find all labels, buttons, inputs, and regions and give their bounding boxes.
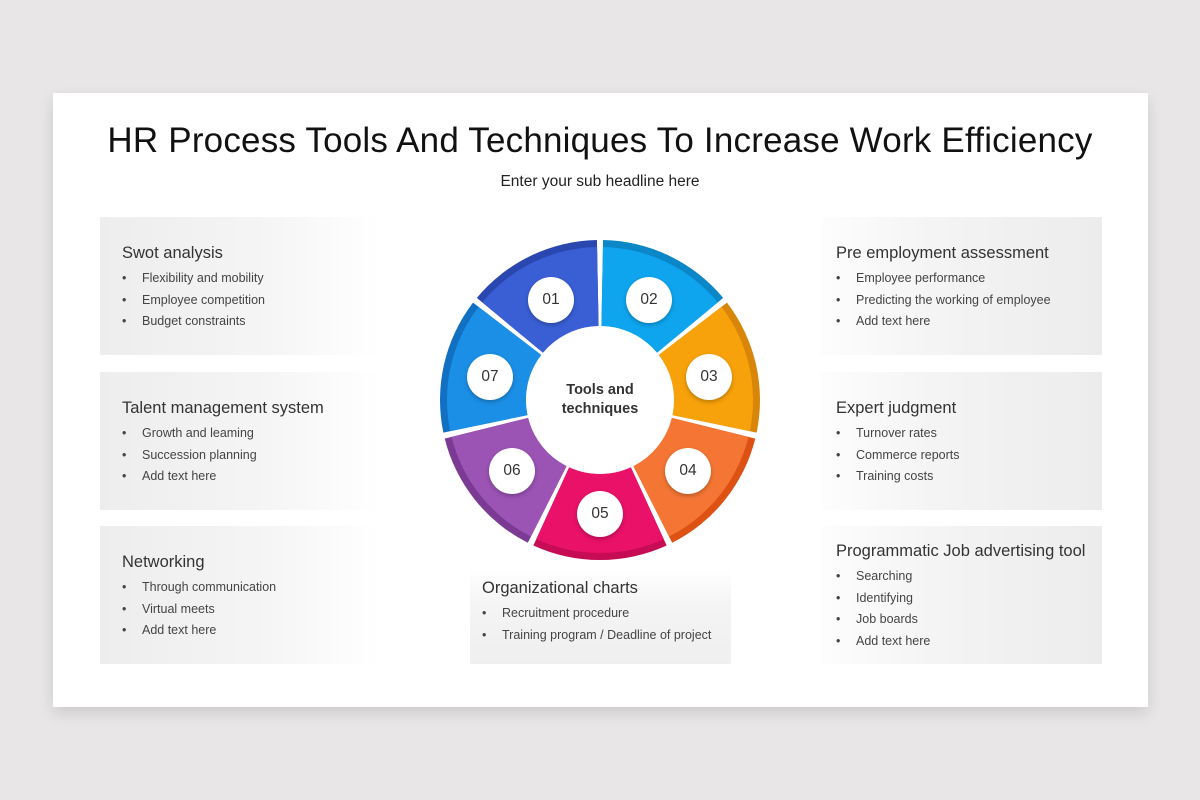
card-title: Talent management system [122,399,324,417]
sub-headline: Enter your sub headline here [500,173,700,190]
segment-number-02: 02 [626,277,672,323]
bullet-icon: • [836,292,841,307]
segment-number-04: 04 [665,448,711,494]
bullet-icon: • [836,612,841,626]
bullet-icon: • [122,271,127,285]
bullet-icon: • [122,601,127,616]
list-item: •Job boards [836,612,918,626]
bullet-icon: • [122,469,127,483]
wheel-center-label: Tools and techniques [561,382,639,417]
bullet-icon: • [836,447,841,462]
segment-number-05: 05 [577,491,623,537]
list-item: •Succession planning [122,447,257,462]
card-expert-judgment: Expert judgment •Turnover rates •Commerc… [821,372,1102,510]
bullet-icon: • [836,633,841,648]
bullet-list: •Through communication •Virtual meets •A… [122,579,276,644]
card-title: Organizational charts [482,579,638,597]
segment-number-03: 03 [686,354,732,400]
list-item: •Identifying [836,590,913,605]
card-talent-management: Talent management system •Growth and lea… [100,372,380,510]
bullet-icon: • [836,569,841,583]
bullet-icon: • [122,623,127,637]
list-item: •Add text here [836,633,931,648]
bullet-icon: • [122,292,127,307]
card-title: Swot analysis [122,244,223,262]
bullet-icon: • [836,314,841,328]
list-item: •Training costs [836,469,934,483]
bullet-icon: • [836,590,841,605]
bullet-icon: • [836,426,841,440]
list-item: •Commerce reports [836,447,960,462]
card-swot-analysis: Swot analysis •Flexibility and mobility … [100,217,380,355]
segment-number-01: 01 [528,277,574,323]
list-item: •Flexibility and mobility [122,271,264,285]
card-pre-employment-assessment: Pre employment assessment •Employee perf… [821,217,1102,355]
page-title: HR Process Tools And Techniques To Incre… [107,121,1093,160]
bullet-icon: • [482,627,487,642]
bullet-icon: • [122,580,127,594]
wheel-center-circle [526,326,674,474]
list-item: •Predicting the working of employee [836,292,1051,307]
list-item: •Recruitment procedure [482,606,630,620]
list-item: •Add text here [836,314,931,328]
list-item: •Turnover rates [836,426,937,440]
segment-number-07: 07 [467,354,513,400]
card-networking: Networking •Through communication •Virtu… [100,526,380,664]
list-item: •Add text here [122,623,217,637]
list-item: •Virtual meets [122,601,215,616]
list-item: •Employee competition [122,292,265,307]
list-item: •Training program / Deadline of project [482,627,712,642]
card-title: Pre employment assessment [836,244,1049,262]
bullet-list: •Growth and leaming •Succession planning… [122,425,257,490]
list-item: •Growth and leaming [122,426,254,440]
bullet-icon: • [482,606,487,620]
list-item: •Through communication [122,580,277,594]
bullet-list: •Employee performance •Predicting the wo… [836,270,1051,335]
card-programmatic-job-advertising: Programmatic Job advertising tool •Searc… [821,526,1102,664]
bullet-list: •Searching •Identifying •Job boards •Add… [836,568,930,654]
bullet-icon: • [122,447,127,462]
list-item: •Searching [836,569,913,583]
segment-number-06: 06 [489,448,535,494]
bullet-icon: • [122,426,127,440]
bullet-icon: • [122,314,127,328]
list-item: •Budget constraints [122,314,246,328]
bullet-list: •Recruitment procedure •Training program… [482,605,711,648]
card-title: Networking [122,553,205,571]
bullet-icon: • [836,271,841,285]
bullet-list: •Turnover rates •Commerce reports •Train… [836,425,960,490]
card-organizational-charts: Organizational charts •Recruitment proce… [470,568,731,664]
list-item: •Add text here [122,469,217,483]
bullet-icon: • [836,469,841,483]
card-title: Programmatic Job advertising tool [836,542,1086,560]
card-title: Expert judgment [836,399,957,417]
list-item: •Employee performance [836,271,986,285]
bullet-list: •Flexibility and mobility •Employee comp… [122,270,265,335]
